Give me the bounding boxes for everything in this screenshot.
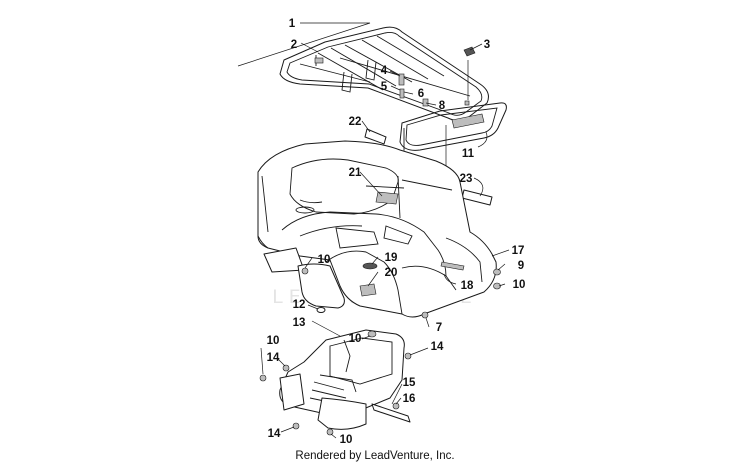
callout-label: 1 — [289, 18, 296, 30]
callout-label: 4 — [381, 65, 388, 77]
callout-label: 10 — [340, 434, 353, 446]
footwell — [279, 329, 405, 430]
callout-label: 5 — [381, 81, 388, 93]
decal-23 — [461, 189, 493, 206]
callout-label: 3 — [484, 39, 490, 51]
callout-label: 9 — [518, 260, 524, 272]
callout-label: 21 — [349, 167, 362, 179]
callout-label: 11 — [462, 148, 475, 160]
rear-fender — [257, 140, 497, 318]
callout-label: 10 — [318, 254, 331, 266]
callout-label: 13 — [293, 317, 306, 329]
callout-label: 6 — [418, 88, 424, 100]
callout-label: 10 — [349, 333, 362, 345]
callout-label: 15 — [403, 377, 416, 389]
callout-label: 16 — [403, 393, 416, 405]
callout-label: 12 — [293, 299, 306, 311]
decal-22 — [364, 128, 387, 145]
callout-label: 23 — [460, 173, 473, 185]
callout-label: 2 — [291, 39, 297, 51]
callout-label: 10 — [513, 279, 526, 291]
callout-label: 7 — [436, 322, 442, 334]
footer-credit: Rendered by LeadVenture, Inc. — [295, 450, 455, 462]
callout-label: 14 — [267, 352, 280, 364]
callout-label: 17 — [512, 245, 525, 257]
callout-label: 20 — [385, 267, 398, 279]
callout-label: 19 — [385, 252, 398, 264]
callout-label: 22 — [349, 116, 362, 128]
callout-label: 8 — [439, 100, 446, 112]
callout-label: 14 — [431, 341, 444, 353]
footrest-15 — [371, 403, 411, 423]
callout-numbers: 1 2 3 4 5 6 8 22 11 21 23 17 19 9 20 10 … — [267, 18, 526, 446]
callout-label: 14 — [268, 428, 281, 440]
rear-rack — [237, 22, 507, 220]
leader-lines — [260, 42, 510, 439]
callout-label: 18 — [461, 280, 474, 292]
callout-label: 10 — [267, 335, 280, 347]
